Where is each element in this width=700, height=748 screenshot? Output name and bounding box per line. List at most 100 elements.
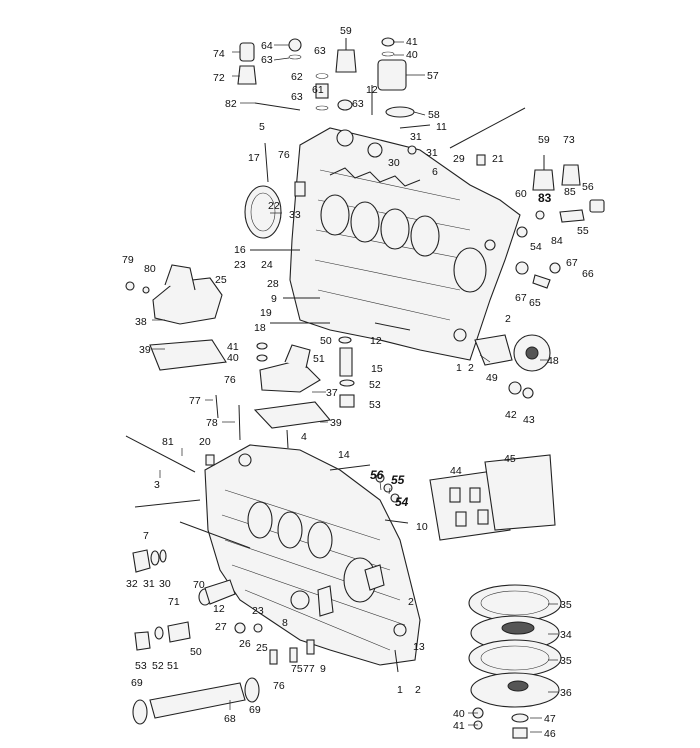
- label-63b: 63: [314, 45, 326, 57]
- handwritten-annotations: 56 55 54: [370, 468, 409, 509]
- label-39b: 39: [330, 417, 342, 429]
- label-59: 59: [340, 25, 352, 37]
- label-38: 38: [135, 316, 147, 328]
- label-8: 8: [282, 617, 288, 629]
- label-1b: 1: [397, 684, 403, 696]
- label-69: 69: [131, 677, 143, 689]
- label-29: 29: [453, 153, 465, 165]
- label-28: 28: [267, 278, 279, 290]
- label-67b: 67: [515, 292, 527, 304]
- label-31c: 31: [143, 578, 155, 590]
- leader-lines: [152, 41, 558, 733]
- label-41b: 41: [227, 341, 239, 353]
- label-30: 30: [388, 157, 400, 169]
- label-77: 77: [189, 395, 201, 407]
- label-51: 51: [313, 353, 325, 365]
- label-35b: 35: [560, 655, 572, 667]
- label-61: 61: [312, 84, 324, 96]
- label-5: 5: [259, 121, 265, 133]
- label-53b: 53: [135, 660, 147, 672]
- top-parts: [237, 37, 486, 239]
- label-12b: 12: [370, 335, 382, 347]
- label-26: 26: [239, 638, 251, 650]
- handwritten-56: 56: [370, 468, 384, 482]
- label-82: 82: [225, 98, 237, 110]
- label-23: 23: [234, 259, 246, 271]
- label-60: 60: [515, 188, 527, 200]
- label-65: 65: [529, 297, 541, 309]
- label-31b: 31: [426, 147, 438, 159]
- gaskets-and-plates: [375, 454, 562, 739]
- label-14: 14: [338, 449, 350, 461]
- label-77b: 77: [303, 663, 315, 675]
- label-19: 19: [260, 307, 272, 319]
- label-50b: 50: [190, 646, 202, 658]
- handwritten-55: 55: [391, 473, 405, 487]
- label-4: 4: [301, 431, 307, 443]
- label-25: 25: [215, 274, 227, 286]
- label-27: 27: [215, 621, 227, 633]
- label-47: 47: [544, 713, 556, 725]
- label-52: 52: [369, 379, 381, 391]
- label-78: 78: [206, 417, 218, 429]
- label-68: 68: [224, 713, 236, 725]
- label-56: 56: [582, 181, 594, 193]
- label-76: 76: [278, 149, 290, 161]
- label-35: 35: [560, 599, 572, 611]
- label-12c: 12: [213, 603, 225, 615]
- label-11: 11: [436, 121, 447, 133]
- label-63d: 63: [352, 98, 364, 110]
- label-46: 46: [544, 728, 556, 740]
- label-2d: 2: [415, 684, 421, 696]
- label-40: 40: [406, 49, 418, 61]
- label-64: 64: [261, 40, 273, 52]
- label-67: 67: [566, 257, 578, 269]
- label-79: 79: [122, 254, 134, 266]
- label-80: 80: [144, 263, 156, 275]
- label-66: 66: [582, 268, 594, 280]
- label-81: 81: [162, 436, 174, 448]
- label-57: 57: [427, 70, 439, 82]
- label-84: 84: [551, 235, 563, 247]
- studs-and-rods: [125, 85, 526, 673]
- label-83: 83: [538, 191, 552, 205]
- label-32: 32: [126, 578, 138, 590]
- label-30b: 30: [159, 578, 171, 590]
- label-53: 53: [369, 399, 381, 411]
- lower-crankcase-half: [204, 444, 421, 666]
- label-74: 74: [213, 48, 225, 60]
- label-2c: 2: [408, 596, 414, 608]
- label-42: 42: [505, 409, 517, 421]
- label-2: 2: [505, 313, 511, 325]
- label-63c: 63: [291, 91, 303, 103]
- label-59b: 59: [538, 134, 550, 146]
- oil-cover-assembly: [125, 264, 355, 429]
- label-85: 85: [564, 186, 576, 198]
- label-16: 16: [234, 244, 246, 256]
- label-36: 36: [560, 687, 572, 699]
- label-41c: 41: [453, 720, 465, 732]
- label-37: 37: [326, 387, 338, 399]
- label-73: 73: [563, 134, 575, 146]
- label-43: 43: [523, 414, 535, 426]
- label-31: 31: [410, 131, 422, 143]
- part-number-labels: 74 72 64 63 63 62 63 61 63 59 41 40 57 5…: [122, 25, 594, 740]
- label-1: 1: [456, 362, 462, 374]
- label-52b: 52: [152, 660, 164, 672]
- handwritten-54: 54: [395, 495, 409, 509]
- label-21: 21: [492, 153, 504, 165]
- label-22: 22: [268, 200, 280, 212]
- label-69b: 69: [249, 704, 261, 716]
- label-71: 71: [168, 596, 180, 608]
- label-51b: 51: [167, 660, 179, 672]
- label-24: 24: [261, 259, 273, 271]
- label-44: 44: [450, 465, 462, 477]
- label-45: 45: [504, 453, 516, 465]
- label-10: 10: [416, 521, 428, 533]
- upper-crankcase-half: [289, 127, 521, 361]
- label-72: 72: [213, 72, 225, 84]
- label-13: 13: [413, 641, 425, 653]
- label-76c: 76: [273, 680, 285, 692]
- label-63: 63: [261, 54, 273, 66]
- label-18: 18: [254, 322, 266, 334]
